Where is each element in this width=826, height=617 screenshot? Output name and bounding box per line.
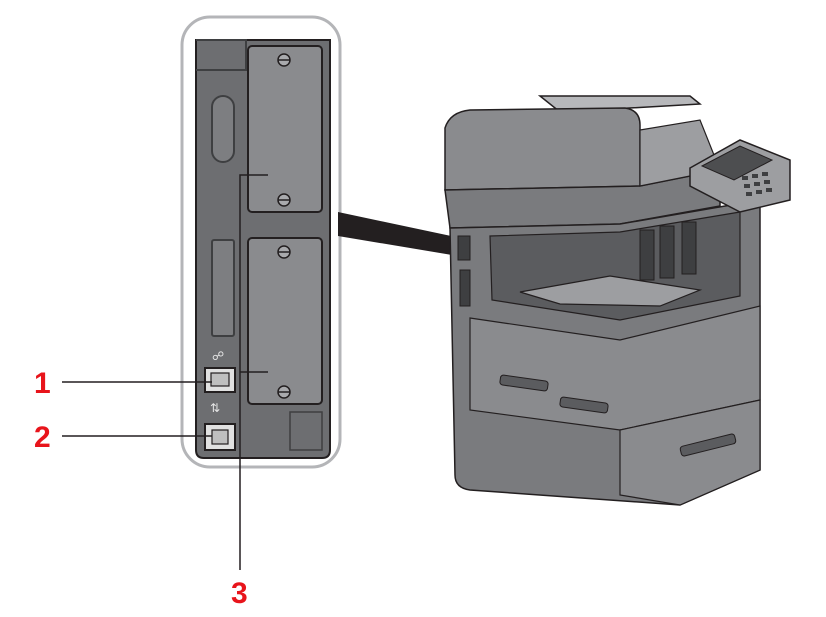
network-icon: ☍	[212, 349, 224, 363]
callout-leaders	[62, 174, 268, 570]
panel-top-step	[196, 39, 247, 71]
cassette-handle	[499, 374, 549, 392]
touch-screen	[700, 145, 774, 181]
printer-illustration	[444, 95, 791, 506]
screw-icon	[277, 245, 291, 259]
output-tray	[519, 275, 703, 307]
finisher-part	[639, 229, 655, 281]
printer-side-port	[459, 269, 471, 307]
document-feeder	[444, 107, 641, 191]
callout-3-leader	[239, 174, 268, 570]
usb-port: ⇅	[204, 401, 236, 451]
callout-3: 3	[231, 577, 248, 610]
screw-icon	[277, 53, 291, 67]
network-port: ☍	[204, 349, 236, 393]
keypad	[742, 172, 772, 196]
callout-2: 2	[34, 421, 51, 454]
vent-slot-lower	[211, 239, 235, 337]
vent-slot-upper	[211, 95, 235, 163]
cassette-handle	[559, 396, 609, 414]
expansion-cover-upper	[247, 45, 323, 213]
callout-1: 1	[34, 367, 51, 400]
panel-corner-notch	[289, 411, 323, 451]
screw-icon	[277, 385, 291, 399]
cassette-handle	[679, 433, 737, 457]
expansion-cover-lower	[247, 237, 323, 405]
interface-panel-zoom: ☍ ⇅	[180, 15, 342, 469]
printer-side-port	[457, 235, 471, 261]
usb-icon: ⇅	[210, 401, 220, 415]
finisher-part	[659, 225, 675, 279]
finisher-part	[681, 221, 697, 275]
screw-icon	[277, 193, 291, 207]
zoom-wedge	[338, 212, 470, 258]
